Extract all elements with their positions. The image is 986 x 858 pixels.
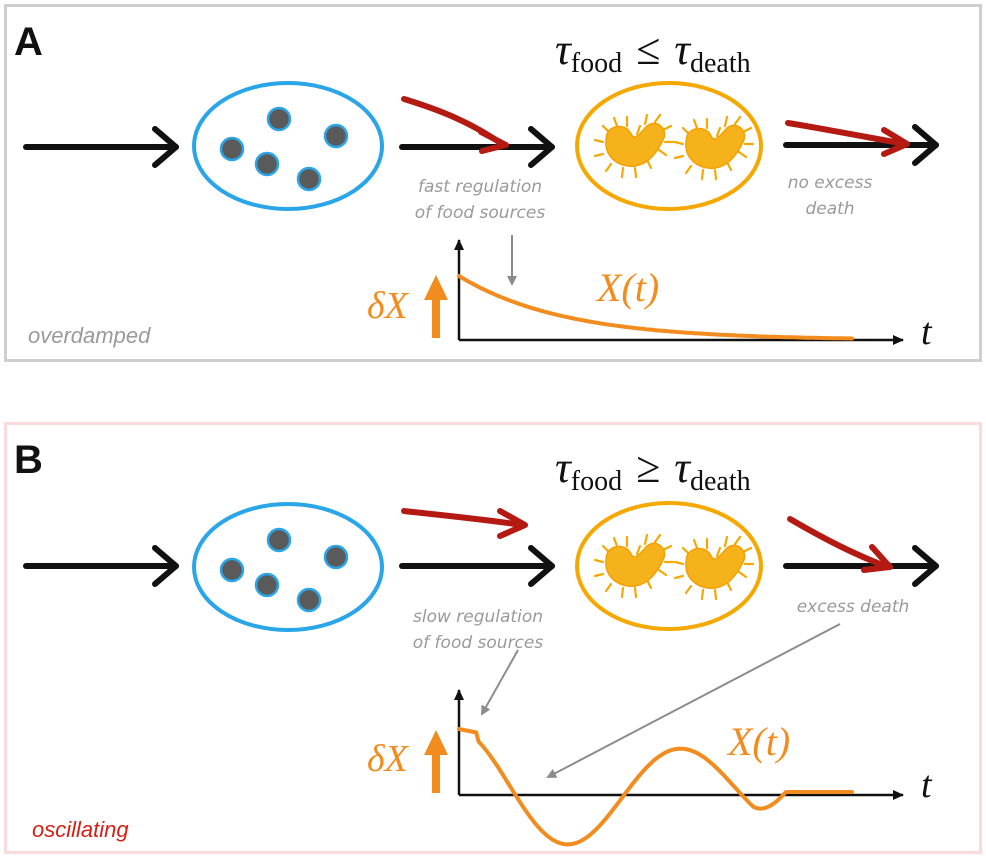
panel-b-curve-label: X(t) — [728, 719, 791, 764]
food-flow-arrow — [399, 126, 555, 168]
relation-symbol: ≥ — [636, 443, 661, 492]
panel-a-frame — [4, 4, 982, 362]
panel-a-food-caption: fast regulation of food sources — [405, 174, 555, 226]
panel-a-delta-x-label: δX — [367, 285, 408, 327]
delta-x-arrow — [424, 730, 448, 793]
caption-line: slow regulation — [412, 607, 543, 627]
bacterium-icon — [673, 535, 755, 601]
panel-a-curve-label: X(t) — [597, 265, 660, 310]
food-cell-icon — [192, 81, 384, 211]
x-t-curve — [457, 727, 854, 847]
tau-death-subscript: death — [689, 466, 751, 497]
bacterium-icon — [593, 113, 675, 179]
panel-a-time-label: t — [921, 311, 932, 353]
relation-symbol: ≤ — [636, 25, 661, 74]
tau-death-symbol: τ — [674, 443, 690, 492]
caption-line: of food sources — [414, 203, 546, 223]
caption-line: no excess — [787, 173, 873, 193]
bacterium-icon — [593, 533, 675, 599]
panel-b-delta-x-label: δX — [367, 738, 408, 780]
tau-death-subscript: death — [689, 48, 751, 79]
death-regulation-arrow — [787, 516, 893, 573]
time-axes — [454, 239, 904, 345]
panel-b-artwork — [23, 501, 939, 847]
panel-a-death-caption: no excess death — [770, 170, 890, 222]
bacteria-population-outline — [575, 501, 763, 631]
caption-line: fast regulation — [417, 177, 543, 197]
bacterium-icon — [673, 115, 755, 181]
tau-food-subscript: food — [570, 466, 623, 497]
input-arrow — [23, 126, 179, 168]
pointer-arrow — [546, 623, 841, 778]
panel-b-death-caption: excess death — [778, 594, 928, 620]
panel-a-tau-relation: τfood≤τdeath — [555, 28, 751, 78]
caption-line: death — [805, 199, 855, 219]
panel-b-frame — [4, 422, 982, 854]
time-axes — [454, 689, 904, 800]
pointer-arrow — [481, 649, 519, 716]
panel-b-regime-label: oscillating — [32, 817, 129, 842]
panel-a-letter: A — [14, 20, 43, 64]
delta-x-arrow — [424, 275, 448, 338]
input-arrow — [23, 545, 179, 587]
panel-b-tau-relation: τfood≥τdeath — [555, 446, 751, 496]
panel-a-artwork — [23, 81, 939, 345]
panel-a-regime-label: overdamped — [28, 323, 151, 348]
panel-b-time-label: t — [921, 764, 932, 806]
panel-b-food-caption: slow regulation of food sources — [398, 604, 558, 656]
tau-food-subscript: food — [570, 48, 623, 79]
food-cell-icon — [192, 502, 384, 632]
death-regulation-arrow — [785, 120, 910, 157]
output-arrow — [783, 545, 939, 587]
panel-b-letter: B — [14, 438, 43, 482]
caption-line: of food sources — [412, 633, 544, 653]
food-regulation-arrow — [401, 508, 528, 539]
tau-death-symbol: τ — [674, 25, 690, 74]
x-t-curve — [457, 274, 854, 341]
output-arrow — [783, 124, 939, 166]
tau-food-symbol: τ — [555, 443, 571, 492]
bacteria-population-outline — [575, 81, 763, 211]
food-regulation-arrow — [401, 96, 509, 154]
caption-line: excess death — [796, 597, 910, 617]
food-flow-arrow — [399, 545, 555, 587]
tau-food-symbol: τ — [555, 25, 571, 74]
